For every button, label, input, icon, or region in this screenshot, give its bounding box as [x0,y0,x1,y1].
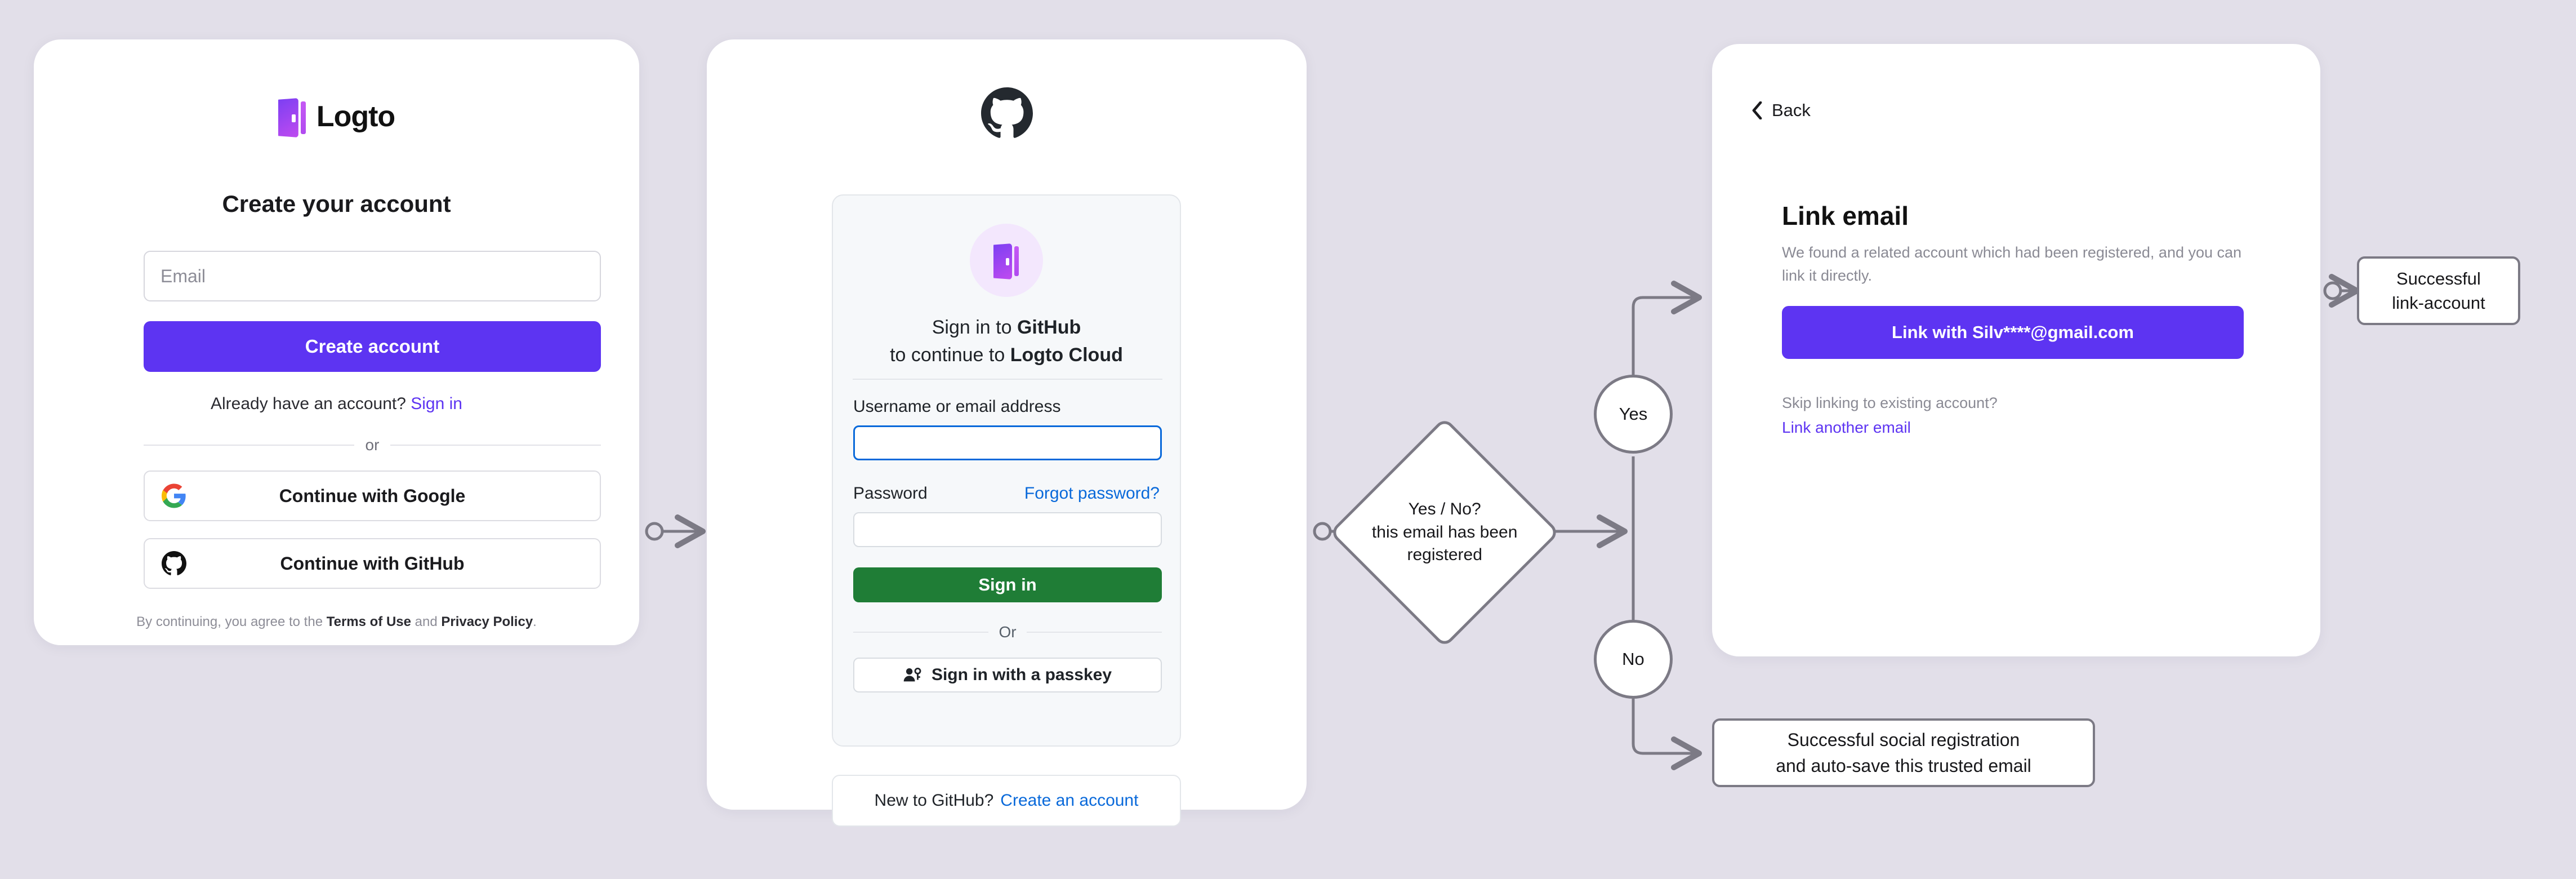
successful-social-registration-node: Successful social registration and auto-… [1712,718,2095,787]
signin-heading: Sign in to GitHub to continue to Logto C… [833,314,1180,370]
success-link-line-1: Successful [2396,268,2481,288]
divider-rule-left [853,632,989,633]
google-icon [162,483,186,508]
new-to-github-text: New to GitHub? [874,791,994,810]
success-link-line-2: link-account [2392,293,2485,313]
github-signin-box: Sign in to GitHub to continue to Logto C… [832,194,1181,747]
link-email-description: We found a related account which had bee… [1782,244,2242,284]
github-divider-or: Or [853,623,1162,641]
skip-linking-text: Skip linking to existing account? [1782,394,1998,411]
decision-node: Yes / No? this email has been registered [1329,416,1561,649]
success-social-line-1: Successful social registration [1787,729,2020,750]
create-account-link[interactable]: Create an account [1000,791,1139,810]
divider-rule-right [390,445,601,446]
link-email-card: Back Link email We found a related accou… [1712,44,2320,656]
divider-rule-right [1026,632,1162,633]
password-label: Password [853,484,928,503]
heading-line1-prefix: Sign in to [932,317,1017,338]
new-to-github-box: New to GitHub? Create an account [832,775,1181,827]
logto-logo: Logto [34,96,639,137]
legal-prefix: By continuing, you agree to the [136,614,323,629]
decision-line-3: registered [1407,545,1482,565]
logto-door-icon [278,96,306,137]
back-label: Back [1772,100,1811,120]
successful-link-account-node: Successful link-account [2357,256,2520,325]
branch-yes-node: Yes [1594,375,1673,454]
divider-or: or [144,436,601,454]
sign-in-link[interactable]: Sign in [411,394,462,413]
page-title: Create your account [222,190,451,217]
github-mark-icon [981,87,1033,138]
heading-provider: GitHub [1017,317,1081,338]
passkey-signin-button[interactable]: Sign in with a passkey [853,658,1162,692]
privacy-policy-link[interactable]: Privacy Policy [441,614,533,629]
decision-line-1: Yes / No? [1408,500,1481,519]
link-another-email-link[interactable]: Link another email [1782,419,1911,436]
signup-card: Logto Create your account Email Create a… [34,39,639,645]
github-signin-card: Sign in to GitHub to continue to Logto C… [707,39,1307,827]
legal-text: By continuing, you agree to the Terms of… [34,614,639,630]
already-have-account: Already have an account? Sign in [34,394,639,414]
passkey-button-label: Sign in with a passkey [931,665,1112,684]
terms-of-use-link[interactable]: Terms of Use [326,614,411,629]
heading-divider [853,379,1162,380]
legal-suffix: . [533,614,537,629]
back-button[interactable]: Back [1751,100,1811,121]
success-social-line-2: and auto-save this trusted email [1776,756,2031,776]
divider-label: or [365,436,380,454]
brand-name: Logto [316,100,395,133]
heading-line2-prefix: to continue to [890,344,1010,366]
app-avatar [970,224,1043,297]
divider-label: Or [999,623,1017,641]
forgot-password-link[interactable]: Forgot password? [1024,484,1160,503]
link-with-email-button[interactable]: Link with Silv****@gmail.com [1782,306,2244,359]
already-text: Already have an account? [211,394,406,413]
heading-app: Logto Cloud [1010,344,1123,366]
google-button-label: Continue with Google [279,485,466,506]
passkey-person-key-icon [903,667,921,682]
logto-door-icon [993,241,1019,279]
decision-line-2: this email has been [1371,522,1518,541]
email-placeholder: Email [161,265,206,286]
continue-with-github-button[interactable]: Continue with GitHub [144,538,601,589]
email-field[interactable]: Email [144,251,601,301]
username-label: Username or email address [853,397,1061,416]
github-button-label: Continue with GitHub [280,553,465,574]
create-account-button[interactable]: Create account [144,321,601,372]
chevron-left-icon [1752,101,1762,119]
divider-rule-left [144,445,354,446]
github-signin-button[interactable]: Sign in [853,567,1162,602]
github-icon [162,551,186,575]
password-input[interactable] [853,512,1162,547]
legal-conjunction: and [415,614,438,629]
link-email-title: Link email [1782,201,1909,230]
continue-with-google-button[interactable]: Continue with Google [144,470,601,521]
username-input[interactable] [853,425,1162,460]
branch-no-node: No [1594,620,1673,699]
